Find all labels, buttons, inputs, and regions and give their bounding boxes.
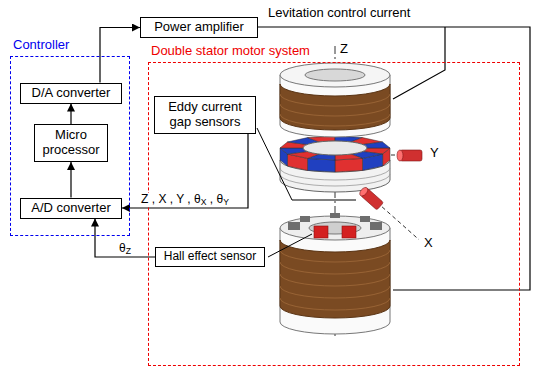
axis-label: X: [424, 236, 433, 251]
amplifier-box: Power amplifier: [140, 17, 258, 38]
lower-stator: [300, 216, 310, 222]
text-run: Z , X , Y , θ: [141, 192, 201, 206]
text-run: Double stator motor system: [151, 43, 310, 58]
text-run: Eddy current gap sensors: [168, 99, 242, 129]
leader-line: [257, 128, 356, 200]
wire: [393, 27, 445, 99]
sensor-box: Hall effect sensor: [155, 247, 265, 267]
lower-stator: [288, 213, 382, 230]
region-heading: Double stator motor system: [151, 44, 310, 59]
lower-stator: [280, 298, 390, 310]
box-text: Power amplifier: [154, 20, 244, 35]
gap-sensor: [358, 186, 369, 197]
leader-line: [257, 128, 356, 257]
text-run: Power amplifier: [154, 19, 244, 34]
gap-sensor: [397, 150, 403, 161]
subscript: Y: [223, 197, 229, 207]
lower-stator: [280, 286, 390, 298]
converter-box: A/D converter: [20, 198, 122, 219]
box-text: A/D converter: [31, 201, 110, 216]
rotor: [308, 158, 336, 172]
lower-stator: [314, 226, 328, 238]
upper-stator: [280, 63, 390, 137]
lower-stator: [280, 216, 390, 240]
rotor: [280, 174, 390, 186]
signal-arrow: [122, 134, 248, 208]
axis-label: Z: [340, 42, 348, 57]
subscript: X: [201, 197, 207, 207]
signal-label: Z , X , Y , θX , θY: [139, 193, 231, 207]
text-run: A/D converter: [31, 200, 110, 215]
gap-sensor: [358, 186, 383, 210]
text-run: Controller: [13, 37, 69, 52]
box-text: Hall effect sensor: [164, 250, 257, 264]
signal-arrow: [70, 104, 71, 125]
lower-stator: [280, 213, 390, 334]
upper-stator: [280, 84, 390, 130]
lower-stator: [280, 240, 390, 318]
upper-stator: [280, 94, 390, 106]
lower-stator: [280, 262, 390, 274]
text-run: Levitation control current: [268, 5, 410, 20]
converter-box: D/A converter: [20, 83, 122, 104]
upper-stator: [305, 69, 365, 81]
axis-label: Y: [430, 146, 439, 161]
leader-line: [268, 234, 312, 257]
text-run: X: [424, 235, 433, 250]
gap-sensor: [358, 150, 422, 210]
lower-stator: [342, 226, 356, 238]
lower-stator: [330, 213, 340, 218]
rotor: [303, 141, 367, 155]
box-text: Micro processor: [40, 128, 102, 158]
system-region: Double stator motor systemEddy current g…: [148, 62, 520, 366]
signal-arrow: [95, 219, 155, 258]
lower-stator: [280, 250, 390, 262]
lower-stator: [360, 216, 370, 222]
rotor: [280, 136, 390, 172]
sensor-box: Eddy current gap sensors: [154, 96, 256, 134]
rotor: [335, 158, 363, 172]
lower-stator: [288, 222, 300, 230]
controller-region: ControllerD/A converterMicro processorA/…: [10, 56, 130, 236]
text-run: , θ: [206, 192, 223, 206]
subscript: Z: [126, 246, 131, 256]
signal-label: Levitation control current: [268, 6, 410, 21]
upper-stator: [280, 104, 390, 116]
upper-stator: [280, 114, 390, 126]
text-run: D/A converter: [32, 85, 111, 100]
processor-box: Micro processor: [34, 124, 108, 162]
text-run: Y: [430, 145, 439, 160]
region-heading: Controller: [13, 38, 69, 53]
rotor: [280, 136, 390, 192]
lower-stator: [280, 250, 390, 310]
box-text: D/A converter: [32, 86, 111, 101]
lower-stator: [280, 274, 390, 286]
upper-stator: [280, 63, 390, 87]
text-run: θ: [119, 241, 126, 255]
signal-arrow: [100, 28, 140, 83]
text-run: Z: [340, 41, 348, 56]
text-run: Hall effect sensor: [164, 249, 257, 263]
text-run: Micro processor: [42, 127, 99, 157]
box-text: Eddy current gap sensors: [160, 100, 250, 130]
lower-stator: [370, 222, 382, 230]
signal-label: θZ: [117, 242, 133, 256]
lower-stator: [280, 228, 390, 334]
signal-arrow: [70, 162, 71, 198]
upper-stator: [280, 94, 390, 126]
